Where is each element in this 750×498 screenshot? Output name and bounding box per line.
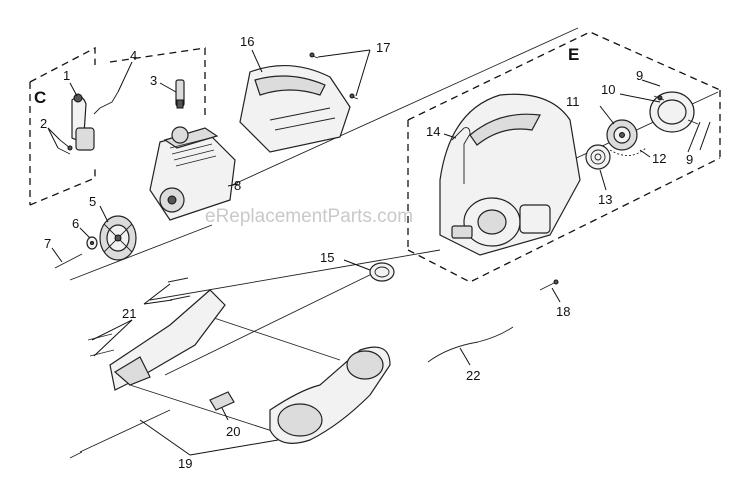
group-c-boundary [29, 46, 206, 206]
screw-part[interactable] [57, 139, 73, 155]
shaft-part[interactable] [54, 253, 83, 269]
flywheel-part[interactable] [99, 215, 137, 261]
starter-rope-part[interactable] [609, 147, 647, 156]
washer-part[interactable] [86, 236, 98, 250]
throttle-part[interactable] [209, 391, 235, 411]
clamp-part[interactable] [369, 262, 395, 282]
housing-screw-part[interactable] [539, 279, 559, 291]
engine-shroud-part[interactable] [239, 65, 351, 153]
callout-16: 16 [240, 34, 254, 49]
watermark-text: eReplacementParts.com [205, 206, 413, 227]
callout-13: 13 [598, 192, 612, 207]
callout-8: 8 [234, 178, 241, 193]
callout-19: 19 [178, 456, 192, 471]
rewind-pulley-part[interactable] [606, 119, 638, 151]
ignition-coil-part[interactable] [71, 93, 95, 151]
callout-15: 15 [320, 250, 334, 265]
callout-10: 10 [601, 82, 615, 97]
starter-screw-part[interactable] [653, 95, 699, 125]
callout-4: 4 [130, 48, 137, 63]
callout-2: 2 [40, 116, 47, 131]
callout-1: 1 [63, 68, 70, 83]
engine-part[interactable] [149, 126, 236, 221]
starter-housing-part[interactable] [649, 91, 695, 133]
callout-3: 3 [150, 73, 157, 88]
callout-14: 14 [426, 124, 440, 139]
group-e-boundary [407, 31, 721, 283]
group-label-e: E [568, 45, 579, 64]
callout-12: 12 [652, 151, 666, 166]
callout-7: 7 [44, 236, 51, 251]
assembly-guide-lines [69, 27, 719, 441]
callout-5: 5 [89, 194, 96, 209]
group-label-c: C [34, 88, 46, 107]
spark-plug-part[interactable] [175, 79, 185, 109]
throttle-cable-part[interactable] [427, 326, 514, 363]
primer-part[interactable] [451, 127, 471, 184]
handle-screw-part[interactable] [87, 277, 191, 357]
drive-shaft-part[interactable] [69, 409, 171, 459]
callout-17: 17 [376, 40, 390, 55]
leader-lines [47, 49, 711, 456]
handle-housing-part[interactable] [109, 289, 226, 391]
callout-20: 20 [226, 424, 240, 439]
boot-grip-part[interactable] [269, 346, 391, 444]
callout-labels: 1 2 3 4 5 6 7 8 9 9 10 11 12 13 14 15 16… [40, 34, 693, 471]
callout-22: 22 [466, 368, 480, 383]
shroud-screw-part[interactable] [309, 52, 359, 100]
recoil-spring-part[interactable] [585, 144, 611, 170]
ground-wire-part[interactable] [93, 91, 119, 115]
callout-18: 18 [556, 304, 570, 319]
callout-9-right: 9 [686, 152, 693, 167]
callout-9-top: 9 [636, 68, 643, 83]
callout-11: 11 [566, 94, 580, 109]
fan-housing-part[interactable] [439, 93, 581, 256]
callout-21: 21 [122, 306, 136, 321]
callout-6: 6 [72, 216, 79, 231]
